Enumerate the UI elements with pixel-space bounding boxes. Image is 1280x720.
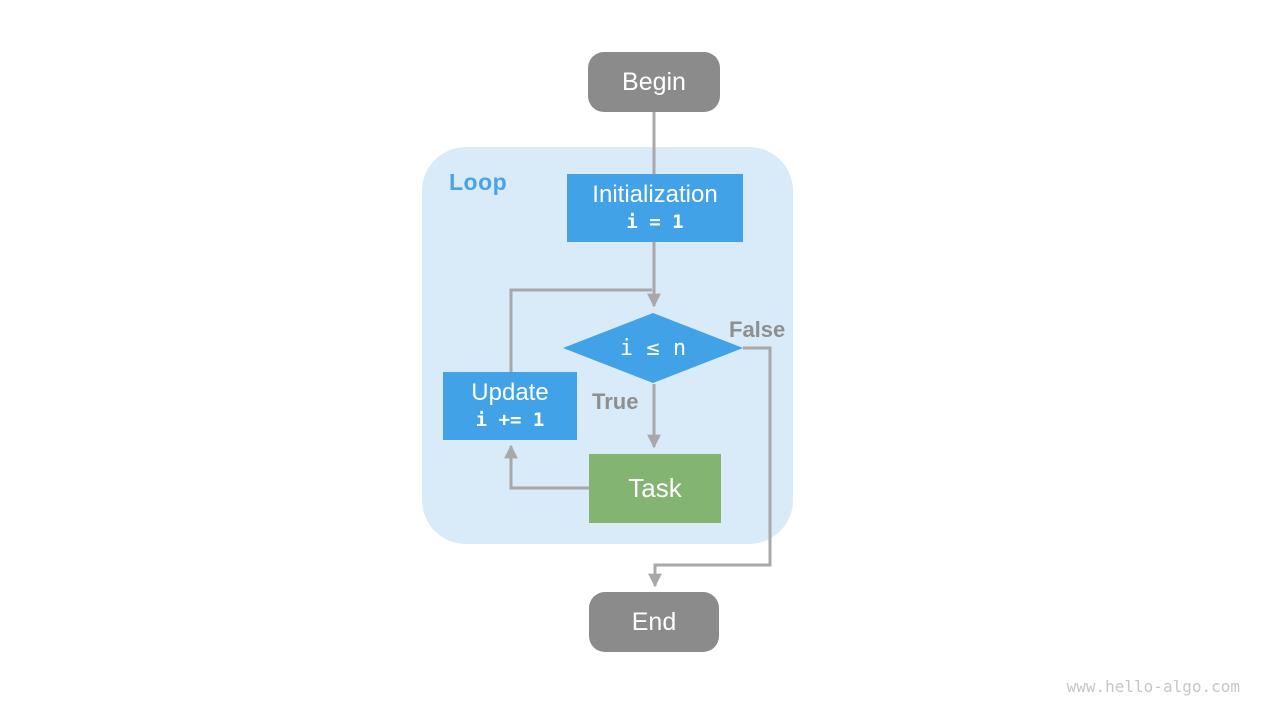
node-end: End — [589, 592, 719, 652]
false-branch-label: False — [729, 317, 786, 342]
node-update-code: i += 1 — [475, 409, 545, 432]
loop-label: Loop — [449, 169, 508, 195]
node-initialization-title: Initialization — [592, 181, 718, 209]
node-begin: Begin — [588, 52, 720, 112]
true-branch-label: True — [592, 389, 639, 414]
node-update-title: Update — [471, 379, 549, 407]
node-initialization-code: i = 1 — [626, 211, 684, 234]
watermark: www.hello-algo.com — [1066, 677, 1240, 696]
node-initialization: Initialization i = 1 — [567, 174, 743, 242]
edge-task-to-update — [504, 444, 589, 490]
edge-update-to-condition — [509, 288, 652, 372]
node-update: Update i += 1 — [443, 372, 577, 440]
edge-condition-to-end — [648, 346, 772, 588]
node-task: Task — [589, 454, 721, 523]
